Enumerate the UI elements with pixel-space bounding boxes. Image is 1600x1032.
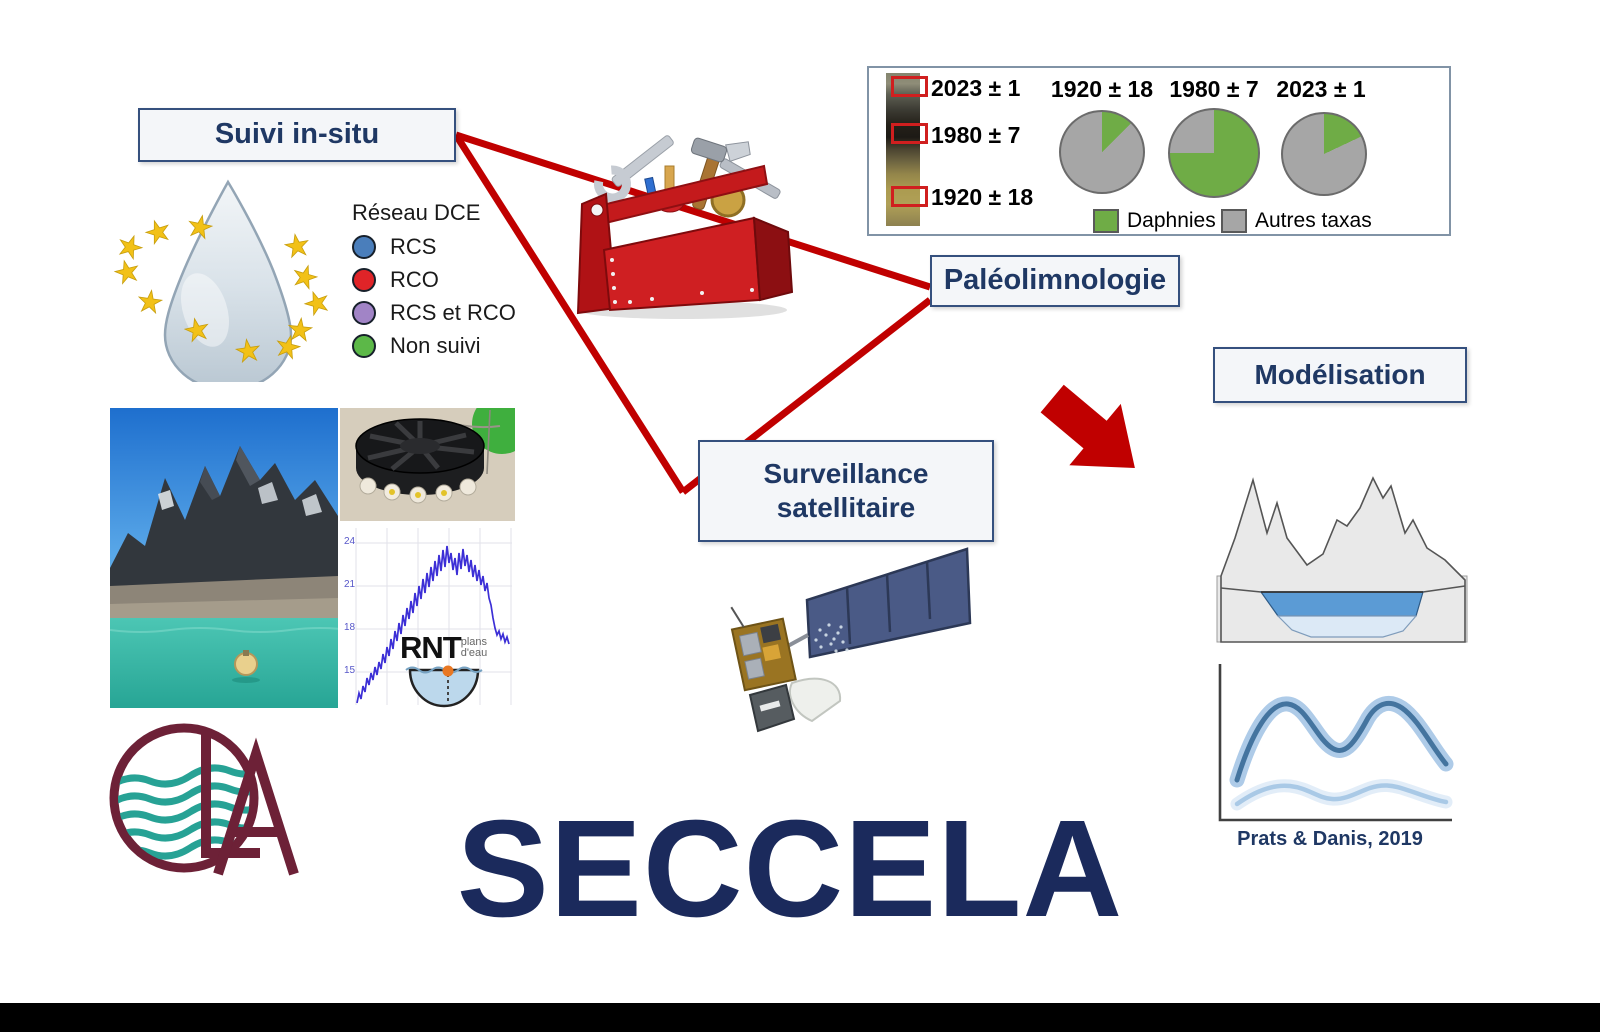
- water-drop-icon: [163, 179, 293, 382]
- mountain-peaks: [110, 446, 338, 608]
- dce-legend-title: Réseau DCE: [352, 200, 481, 225]
- core-sample-rect-1980: [891, 123, 928, 144]
- ytick-15: 15: [344, 665, 356, 676]
- eu-water-drop: ★ ★ ★ ★ ★ ★ ★ ★ ★ ★ ★ ★: [109, 179, 336, 382]
- ola-letters: [201, 730, 299, 876]
- pie-label-1920: 1920 ± 18: [1050, 76, 1154, 102]
- surveillance-label-line1: Surveillance: [763, 457, 929, 489]
- ytick-21: 21: [344, 579, 356, 590]
- eu-star-icon: ★: [285, 312, 315, 350]
- ytick-18: 18: [344, 622, 356, 633]
- pie-chart-1920: [1059, 110, 1145, 194]
- dce-legend: Réseau DCE RCS RCO RCS et RCO Non suivi: [352, 200, 516, 366]
- core-sample-rect-2023: [891, 76, 928, 97]
- surveillance-label-line2: satellitaire: [776, 492, 916, 523]
- autres-taxas-swatch-icon: [1221, 209, 1247, 233]
- pie-chart-2023: [1281, 112, 1367, 196]
- eu-star-icon: ★: [140, 212, 176, 254]
- ola-logo: [109, 723, 299, 876]
- citation-text: Prats & Danis, 2019: [1237, 828, 1423, 850]
- pie-legend-daphnies: Daphnies: [1093, 209, 1216, 233]
- satellite-body: [730, 606, 797, 692]
- lake-model-figure: [1216, 476, 1468, 643]
- eu-star-icon: ★: [281, 227, 314, 266]
- thermistor-sensors: [359, 477, 477, 504]
- eu-star-icon: ★: [180, 311, 214, 351]
- legend-item-rco: RCO: [352, 267, 516, 293]
- pie-label-1980: 1980 ± 7: [1169, 76, 1259, 102]
- suivi-in-situ-label: Suivi in-situ: [214, 118, 380, 151]
- core-label-2023: 2023 ± 1: [931, 75, 1021, 101]
- bottom-bar: [0, 1003, 1600, 1032]
- eu-star-icon: ★: [134, 283, 166, 321]
- label-box-suivi-in-situ: Suivi in-situ: [138, 108, 456, 162]
- buoy-icon: [234, 652, 258, 676]
- label-box-surveillance: Surveillance satellitaire: [698, 440, 994, 542]
- connector-suivi-surveillance: [453, 133, 686, 494]
- pie-label-2023: 2023 ± 1: [1276, 76, 1366, 102]
- pie-chart-1980: [1168, 108, 1260, 198]
- paleolimnologie-label: Paléolimnologie: [943, 264, 1167, 297]
- model-output-chart: [1218, 664, 1454, 822]
- lake-upper-layer: [1259, 591, 1424, 617]
- daphnies-swatch-icon: [1093, 209, 1119, 233]
- red-arrow-icon: [1040, 384, 1135, 468]
- paleo-panel: 2023 ± 1 1980 ± 7 1920 ± 18 1920 ± 18 19…: [867, 66, 1451, 236]
- lake-lower-layer: [1276, 615, 1418, 638]
- modelisation-label: Modélisation: [1254, 358, 1426, 390]
- non-suivi-label: Non suivi: [390, 333, 481, 358]
- rcs-label: RCS: [390, 234, 437, 259]
- daphnies-label: Daphnies: [1127, 209, 1216, 232]
- rcs-dot-icon: [352, 235, 376, 259]
- autres-taxas-label: Autres taxas: [1255, 209, 1372, 232]
- project-title: SECCELA: [456, 792, 1124, 946]
- rco-label: RCO: [390, 267, 439, 292]
- legend-item-rcs-rco: RCS et RCO: [352, 300, 516, 326]
- satellite-image: [730, 547, 972, 733]
- connector-suivi-paleo: [454, 131, 932, 291]
- rnt-bowl-icon: [405, 665, 483, 708]
- label-box-paleolimnologie: Paléolimnologie: [930, 255, 1180, 307]
- core-label-1980: 1980 ± 7: [931, 122, 1021, 148]
- rcs-rco-dot-icon: [352, 301, 376, 325]
- sensor-reel-photo: [340, 408, 515, 521]
- non-suivi-dot-icon: [352, 334, 376, 358]
- ytick-24: 24: [344, 536, 356, 547]
- core-label-1920: 1920 ± 18: [931, 184, 1034, 210]
- core-sample-rect-1920: [891, 186, 928, 207]
- legend-item-rcs: RCS: [352, 234, 516, 260]
- temperature-series-line: [356, 545, 510, 704]
- rcs-rco-label: RCS et RCO: [390, 300, 516, 325]
- rnt-logo-text: RNT: [400, 630, 462, 665]
- pie-legend-autres-taxas: Autres taxas: [1221, 209, 1372, 233]
- toolbox-image: [576, 135, 794, 319]
- lake-photo: [110, 408, 338, 708]
- label-box-modelisation: Modélisation: [1213, 347, 1467, 403]
- legend-item-non-suivi: Non suivi: [352, 333, 516, 359]
- rco-dot-icon: [352, 268, 376, 292]
- eu-star-icon: ★: [232, 332, 264, 370]
